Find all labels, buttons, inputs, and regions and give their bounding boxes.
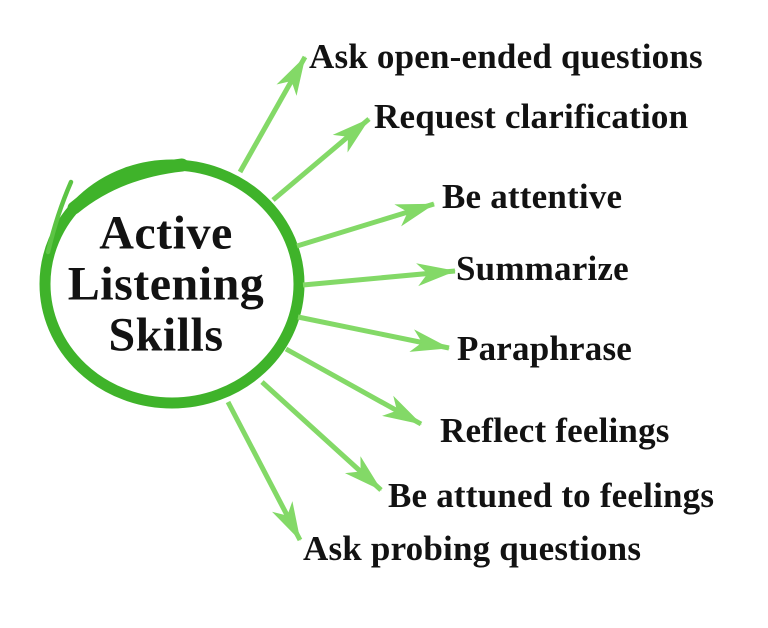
center-circle-pen-tail bbox=[45, 179, 74, 255]
central-node-line-3: Skills bbox=[108, 308, 224, 362]
item-label-ask-open-ended-questions: Ask open-ended questions bbox=[309, 37, 703, 76]
item-label-summarize: Summarize bbox=[456, 249, 629, 288]
central-node-label: Active Listening Skills bbox=[68, 208, 265, 361]
arrow-to-be-attuned-to-feelings bbox=[260, 380, 383, 492]
arrow-to-ask-open-ended-questions bbox=[237, 55, 308, 174]
item-label-paraphrase: Paraphrase bbox=[457, 329, 633, 368]
arrow-to-paraphrase bbox=[297, 314, 450, 352]
center-circle bbox=[39, 158, 305, 409]
arrow-to-reflect-feelings bbox=[284, 346, 423, 427]
item-label-ask-probing-questions: Ask probing questions bbox=[303, 529, 642, 568]
arrows bbox=[225, 55, 456, 542]
arrow-to-ask-probing-questions bbox=[225, 400, 303, 542]
item-label-request-clarification: Request clarification bbox=[374, 97, 689, 136]
item-label-reflect-feelings: Reflect feelings bbox=[440, 411, 670, 450]
central-node-line-2: Listening bbox=[67, 257, 265, 311]
arrow-to-be-attentive bbox=[296, 201, 435, 249]
central-node-line-1: Active bbox=[99, 206, 233, 260]
item-label-be-attentive: Be attentive bbox=[442, 177, 623, 216]
arrow-to-summarize bbox=[302, 263, 456, 288]
center-circle-overlap-stroke bbox=[67, 158, 189, 215]
item-label-be-attuned-to-feelings: Be attuned to feelings bbox=[388, 476, 715, 515]
arrow-to-request-clarification bbox=[271, 117, 371, 202]
